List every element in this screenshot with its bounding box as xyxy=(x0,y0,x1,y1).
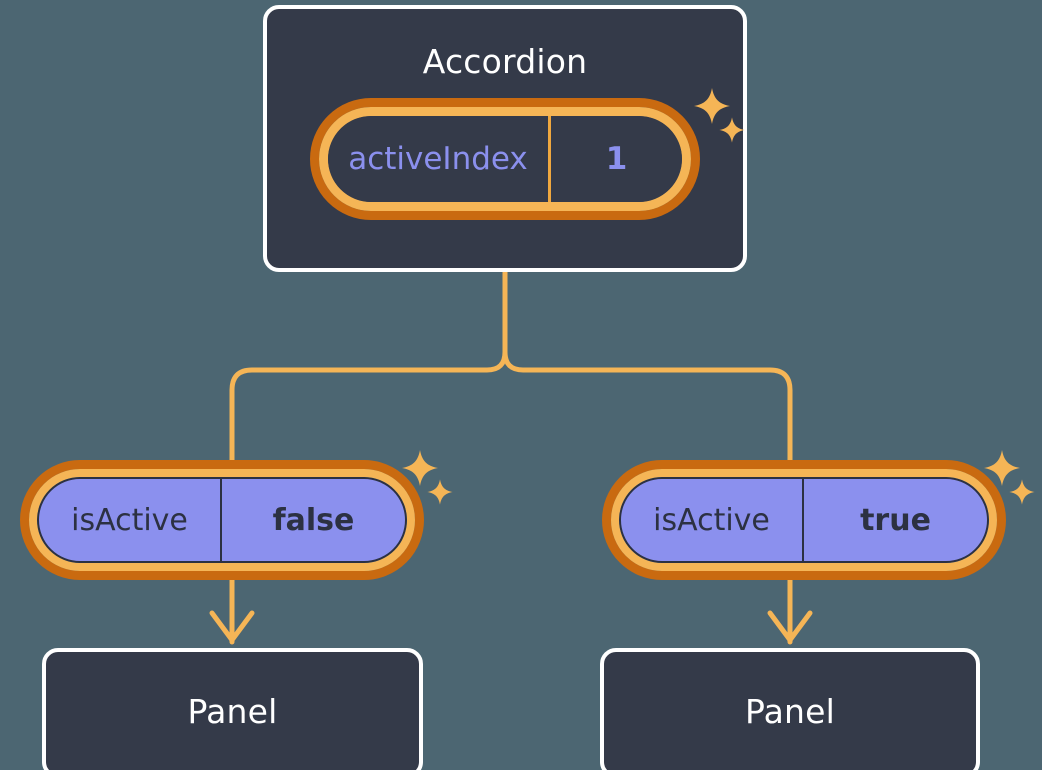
isactive-true-pill-inner-ring: isActive true xyxy=(611,469,997,571)
panel-left-node-title: Panel xyxy=(187,692,278,731)
edge-accordion-to-branches xyxy=(502,269,793,463)
isactive-true-value: true xyxy=(860,502,931,538)
sparkle-small-icon xyxy=(1009,479,1035,505)
isactive-false-key: isActive xyxy=(39,479,222,561)
activeindex-pill-inner-ring: activeIndex 1 xyxy=(319,107,691,211)
isactive-false-pill-cells: isActive false xyxy=(37,477,407,563)
isactive-true-pill-cells: isActive true xyxy=(619,477,989,563)
edge-accordion-to-branches-left xyxy=(229,269,508,463)
arrowhead-left-icon xyxy=(209,610,255,643)
activeindex-value: 1 xyxy=(605,141,628,177)
panel-left-node[interactable]: Panel xyxy=(42,648,423,770)
activeindex-state-pill[interactable]: activeIndex 1 xyxy=(310,98,700,220)
panel-right-node-title: Panel xyxy=(744,692,836,731)
isactive-false-pill-inner-ring: isActive false xyxy=(29,469,415,571)
isactive-false-value: false xyxy=(272,502,355,538)
isactive-true-key: isActive xyxy=(621,479,804,561)
arrowhead-right-icon xyxy=(767,610,813,643)
activeindex-pill-cells: activeIndex 1 xyxy=(328,116,682,202)
isactive-false-pill[interactable]: isActive false xyxy=(20,460,424,580)
sparkle-small-icon xyxy=(427,479,453,505)
panel-right-node[interactable]: Panel xyxy=(600,648,980,770)
activeindex-key: activeIndex xyxy=(328,116,551,202)
accordion-node-title: Accordion xyxy=(422,42,588,81)
isactive-true-pill[interactable]: isActive true xyxy=(602,460,1006,580)
